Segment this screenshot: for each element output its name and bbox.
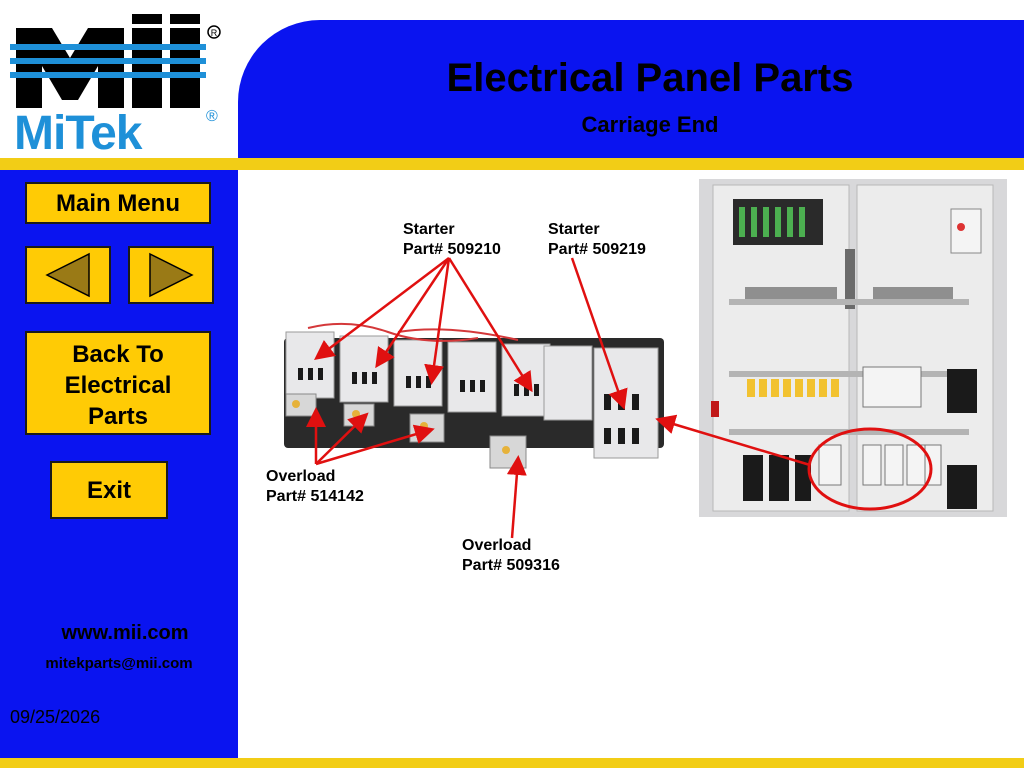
footer-divider bbox=[0, 758, 1024, 768]
callout-part-number: Part# 509219 bbox=[548, 241, 646, 258]
callout-overload-514142: Overload Part# 514142 bbox=[266, 467, 364, 507]
callout-overload-509316: Overload Part# 509316 bbox=[462, 536, 560, 576]
email-link[interactable]: mitekparts@mii.com bbox=[45, 655, 193, 672]
mitek-logo: R MiTek ® bbox=[0, 0, 238, 160]
back-button-line-1: Back To bbox=[72, 341, 164, 368]
back-button-line-2: Electrical bbox=[64, 372, 172, 399]
date-stamp: 09/25/2026 bbox=[10, 707, 101, 727]
triangle-right-icon bbox=[149, 252, 194, 298]
callout-name: Overload bbox=[462, 537, 532, 554]
callout-name: Overload bbox=[266, 468, 336, 485]
callout-part-number: Part# 509316 bbox=[462, 557, 560, 574]
callout-part-number: Part# 514142 bbox=[266, 488, 364, 505]
header-divider bbox=[0, 158, 1024, 170]
svg-text:R: R bbox=[211, 28, 218, 38]
next-button[interactable] bbox=[128, 246, 214, 304]
contactor-strip-photo bbox=[284, 322, 664, 469]
previous-button[interactable] bbox=[25, 246, 111, 304]
callout-starter-509210: Starter Part# 509210 bbox=[403, 220, 501, 260]
mii-logo-mark: R bbox=[10, 14, 221, 108]
back-button-line-3: Parts bbox=[87, 403, 149, 430]
page-subtitle: Carriage End bbox=[581, 112, 719, 137]
electrical-cabinet-photo bbox=[699, 179, 1007, 517]
mitek-wordmark: MiTek bbox=[14, 107, 142, 160]
callout-name: Starter bbox=[403, 221, 455, 238]
website-link[interactable]: www.mii.com bbox=[61, 622, 189, 644]
page-title: Electrical Panel Parts bbox=[446, 56, 854, 100]
back-to-electrical-parts-button[interactable]: Back To Electrical Parts bbox=[25, 331, 211, 435]
callout-starter-509219: Starter Part# 509219 bbox=[548, 220, 646, 260]
callout-part-number: Part# 509210 bbox=[403, 241, 501, 258]
header-banner bbox=[238, 20, 1024, 162]
exit-button[interactable]: Exit bbox=[50, 461, 168, 519]
main-menu-button[interactable]: Main Menu bbox=[25, 182, 211, 224]
triangle-left-icon bbox=[45, 252, 90, 298]
callout-name: Starter bbox=[548, 221, 600, 238]
registered-mark: ® bbox=[206, 108, 218, 125]
